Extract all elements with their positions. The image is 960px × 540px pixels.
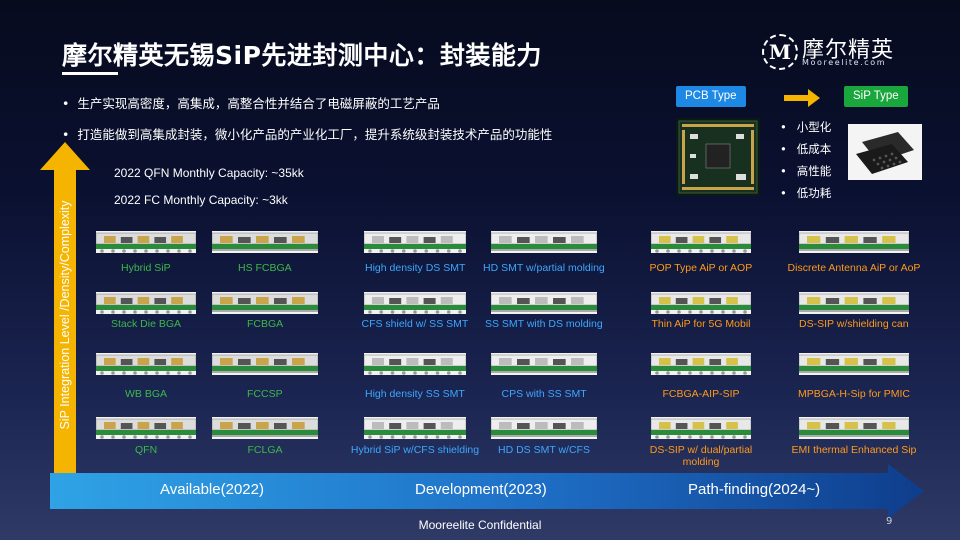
package-cross-section-image xyxy=(211,231,319,253)
logo-name: 摩尔精英 xyxy=(802,38,895,63)
package-cross-section-image xyxy=(650,353,752,375)
sip-type-tag: SiP Type xyxy=(844,86,908,107)
arrow-right-icon xyxy=(784,89,820,107)
package-label: POP Type AiP or AOP xyxy=(649,262,753,274)
package-cross-section-image xyxy=(490,417,598,439)
package-label: SS SMT with DS molding xyxy=(485,318,603,330)
package-label: Stack Die BGA xyxy=(111,318,182,330)
benefit-item: 低功耗 xyxy=(780,185,832,201)
package-label: FCBGA-AIP-SIP xyxy=(662,388,740,400)
package-label: QFN xyxy=(135,444,158,456)
pcb-type-tag: PCB Type xyxy=(676,86,746,107)
package-label: DS-SIP w/shielding can xyxy=(799,318,909,330)
y-axis-arrow xyxy=(40,142,90,478)
package-label: CFS shield w/ SS SMT xyxy=(361,318,469,330)
package-label: HD DS SMT w/CFS xyxy=(498,444,590,456)
benefit-item: 低成本 xyxy=(780,141,832,157)
package-label: WB BGA xyxy=(125,388,168,400)
phase-development: Development(2023) xyxy=(415,481,547,498)
package-cross-section-image xyxy=(650,292,752,314)
bullet-item: 打造能做到高集成封装，微小化产品的产业化工厂，提升系统级封装技术产品的功能性 xyxy=(62,124,552,143)
benefit-item: 高性能 xyxy=(780,163,832,179)
package-label: CPS with SS SMT xyxy=(501,388,587,400)
benefit-item: 小型化 xyxy=(780,119,832,135)
page-number: 9 xyxy=(886,516,893,527)
confidential-footer: Mooreelite Confidential xyxy=(418,518,542,532)
package-cross-section-image xyxy=(95,417,197,439)
package-label: MPBGA-H-Sip for PMIC xyxy=(798,388,911,400)
package-label: High density SS SMT xyxy=(365,388,465,400)
pcb-board-image xyxy=(676,118,760,196)
package-cross-section-image xyxy=(363,417,467,439)
phase-available: Available(2022) xyxy=(160,481,264,498)
capacity-fc: 2022 FC Monthly Capacity: ~3kk xyxy=(114,193,288,207)
package-label: FCCSP xyxy=(247,388,283,400)
package-cross-section-image xyxy=(95,231,197,253)
slide-title: 摩尔精英无锡SiP先进封测中心：封装能力 xyxy=(62,41,542,70)
package-cross-section-image xyxy=(211,353,319,375)
x-axis-arrow xyxy=(50,464,924,518)
package-cross-section-image xyxy=(490,353,598,375)
logo-mark: M xyxy=(762,34,798,70)
package-label: FCBGA xyxy=(247,318,284,330)
package-cross-section-image xyxy=(211,417,319,439)
title-underline xyxy=(62,72,118,75)
package-label: Hybrid SiP xyxy=(121,262,171,274)
package-cross-section-image xyxy=(95,353,197,375)
package-cross-section-image xyxy=(490,292,598,314)
sip-chip-image xyxy=(848,124,922,180)
phase-pathfinding: Path-finding(2024~) xyxy=(688,481,821,498)
package-cross-section-image xyxy=(650,417,752,439)
package-label: Thin AiP for 5G Mobil xyxy=(651,318,751,330)
bullet-item: 生产实现高密度，高集成，高整合性并结合了电磁屏蔽的工艺产品 xyxy=(62,93,440,112)
package-label: Hybrid SiP w/CFS shielding xyxy=(350,444,480,456)
package-cross-section-image xyxy=(95,292,197,314)
package-cross-section-image xyxy=(798,353,910,375)
package-cross-section-image xyxy=(798,231,910,253)
package-cross-section-image xyxy=(363,353,467,375)
package-label: HS FCBGA xyxy=(238,262,292,274)
package-label: High density DS SMT xyxy=(365,262,466,274)
capacity-qfn: 2022 QFN Monthly Capacity: ~35kk xyxy=(114,166,304,180)
package-cross-section-image xyxy=(211,292,319,314)
package-label: Discrete Antenna AiP or AoP xyxy=(787,262,921,274)
logo-subtitle: Mooreelite.com xyxy=(802,58,887,67)
package-cross-section-image xyxy=(363,231,467,253)
package-label: HD SMT w/partial molding xyxy=(483,262,605,274)
package-cross-section-image xyxy=(798,292,910,314)
package-cross-section-image xyxy=(650,231,752,253)
package-cross-section-image xyxy=(363,292,467,314)
package-cross-section-image xyxy=(490,231,598,253)
package-label: DS-SIP w/ dual/partial molding xyxy=(649,444,753,468)
package-label: FCLGA xyxy=(247,444,283,456)
package-cross-section-image xyxy=(798,417,910,439)
package-label: EMI thermal Enhanced Sip xyxy=(791,444,917,456)
